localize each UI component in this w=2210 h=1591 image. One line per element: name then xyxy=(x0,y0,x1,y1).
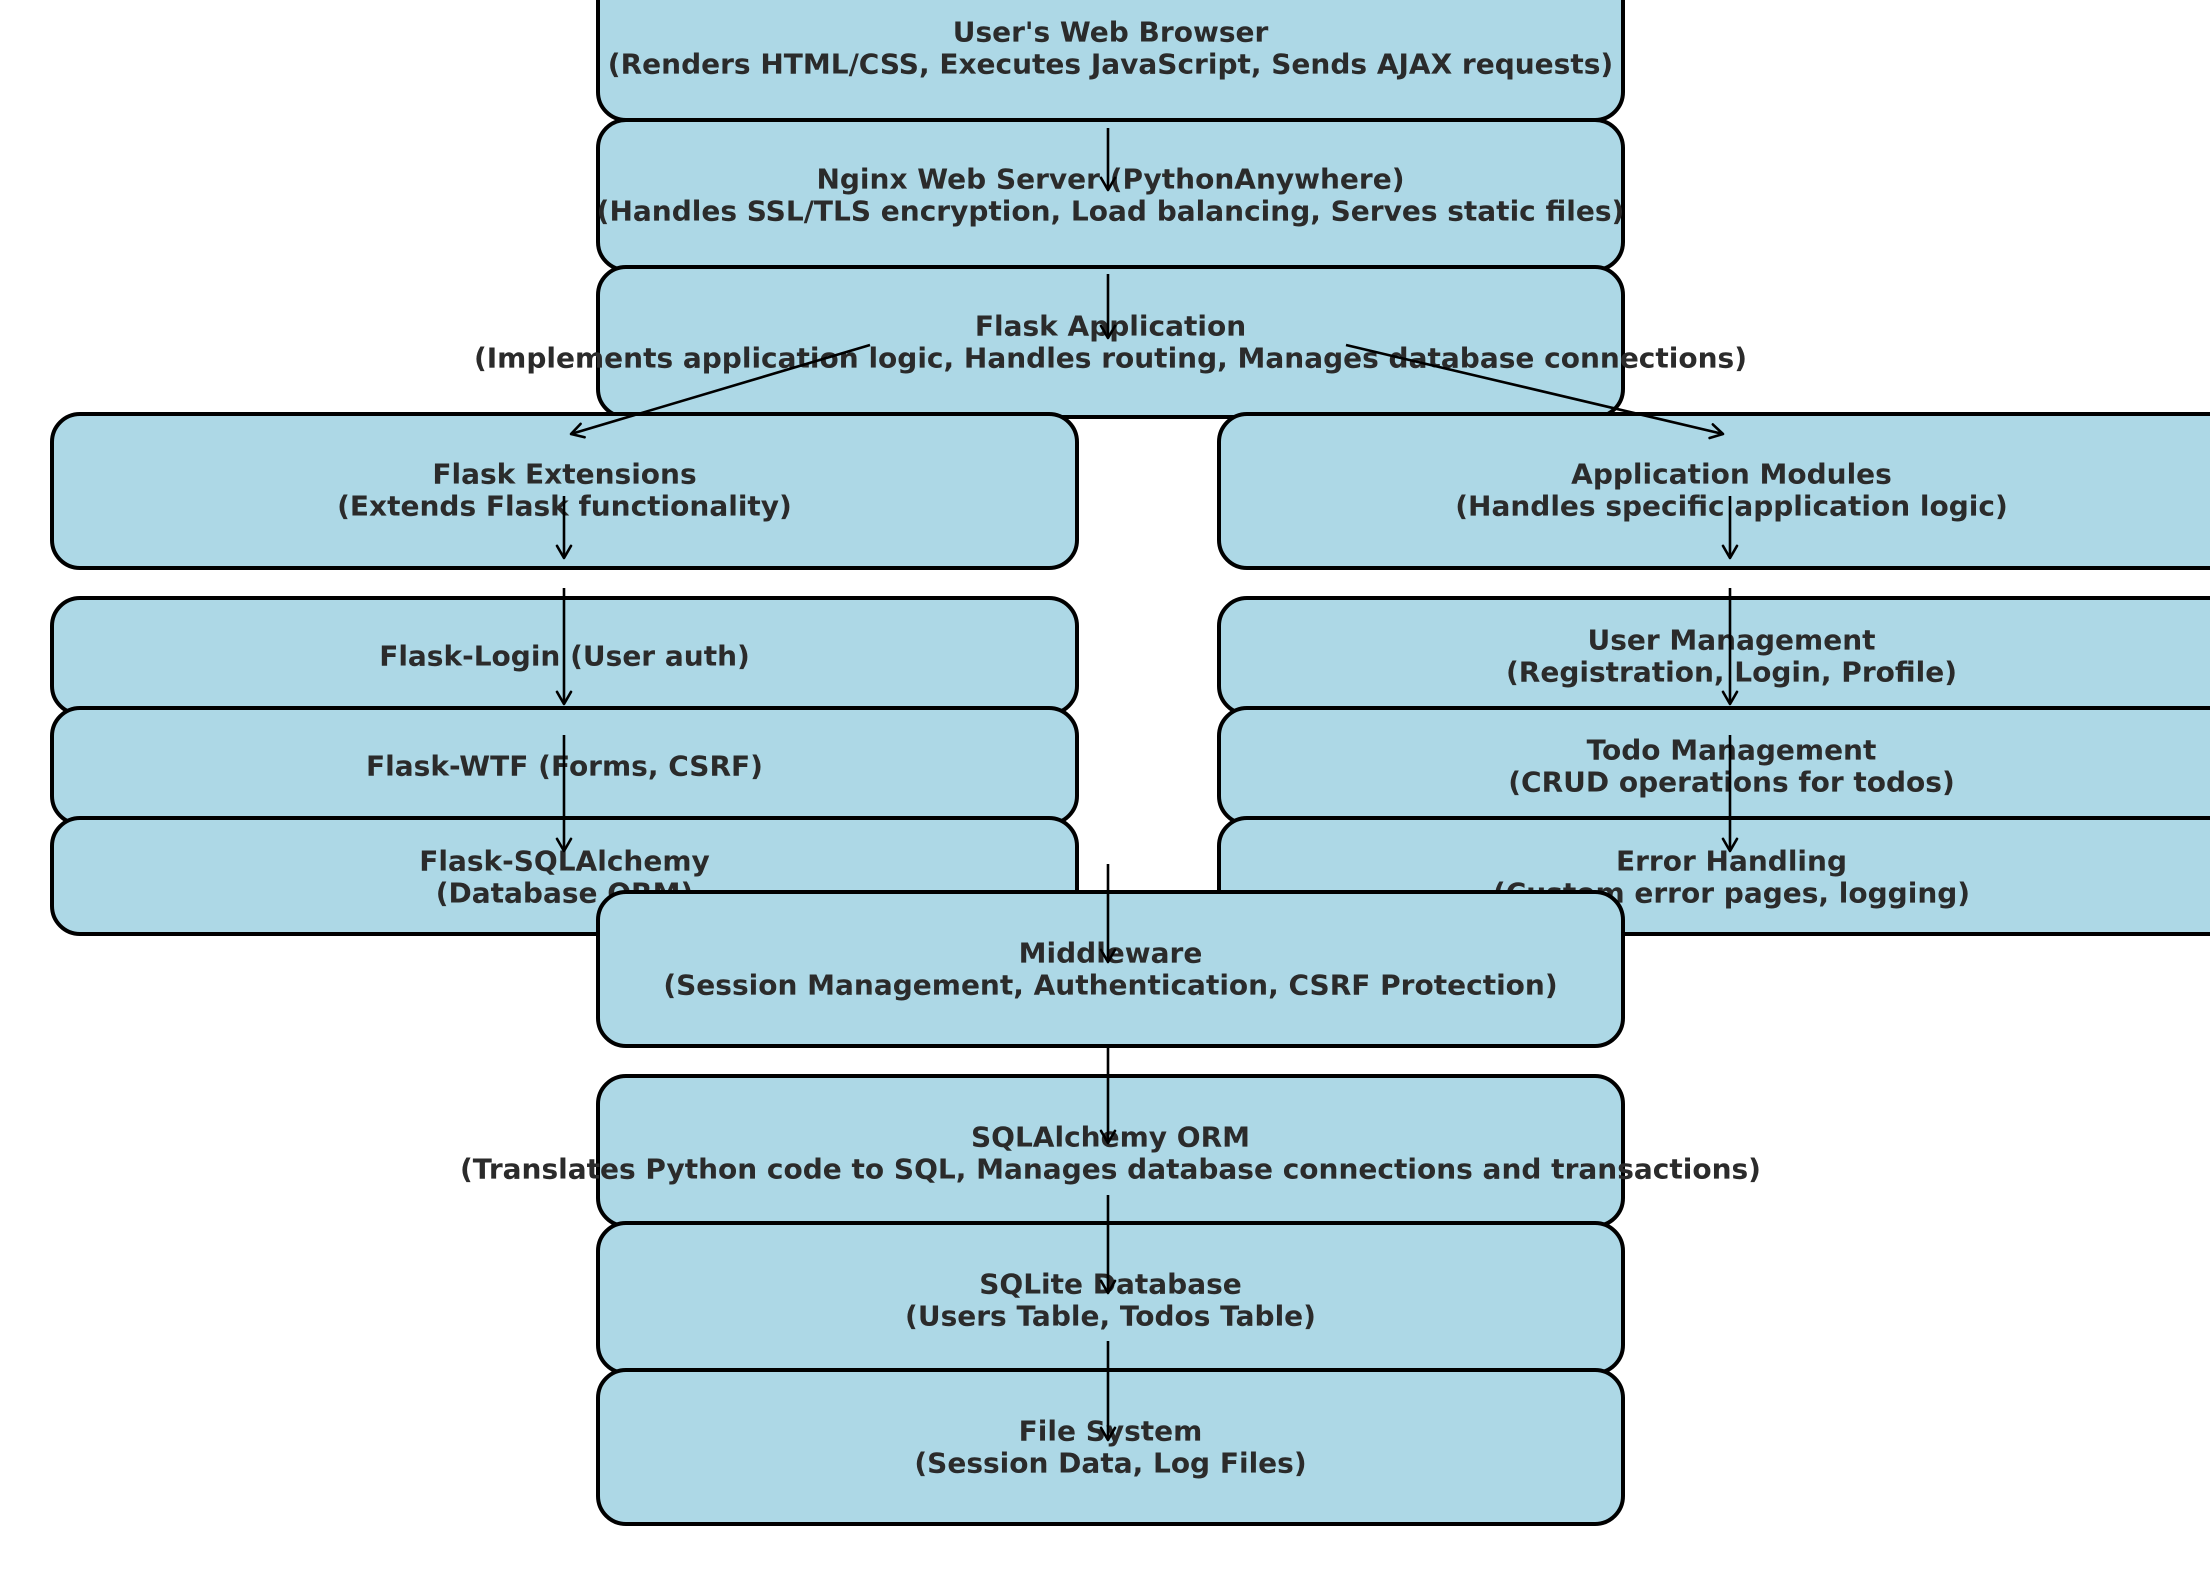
node-layer: User's Web Browser(Renders HTML/CSS, Exe… xyxy=(50,0,2210,1526)
node-box xyxy=(50,412,1079,570)
node-nginx: Nginx Web Server (PythonAnywhere)(Handle… xyxy=(596,118,1625,272)
node-sqlalchemy-orm: SQLAlchemy ORM(Translates Python code to… xyxy=(460,1074,1761,1228)
arrowhead xyxy=(555,544,573,560)
node-todo-mgmt: Todo Management(CRUD operations for todo… xyxy=(1217,706,2210,826)
node-subtitle: (Renders HTML/CSS, Executes JavaScript, … xyxy=(608,48,1613,81)
edge-todo-mgmt-to-error-handling xyxy=(1721,735,1739,853)
edge-line xyxy=(570,343,871,436)
node-subtitle: (Users Table, Todos Table) xyxy=(905,1300,1316,1333)
node-box xyxy=(596,890,1625,1048)
node-title: User's Web Browser xyxy=(953,16,1269,49)
arrowhead xyxy=(1721,544,1739,560)
arrowhead xyxy=(1099,324,1117,340)
edge-sqlalchemy-orm-to-sqlite-db xyxy=(1099,1195,1117,1295)
node-sqlite-db: SQLite Database(Users Table, Todos Table… xyxy=(596,1221,1625,1375)
node-box xyxy=(1217,412,2210,570)
arrowhead xyxy=(1099,176,1117,192)
node-middleware: Middleware(Session Management, Authentic… xyxy=(596,890,1625,1048)
arrowhead xyxy=(555,837,573,853)
node-title: Flask Application xyxy=(975,310,1246,343)
node-title: Middleware xyxy=(1019,937,1203,970)
arrowhead xyxy=(1099,948,1117,964)
arrowhead xyxy=(555,690,573,706)
edge-sqlite-db-to-file-system xyxy=(1099,1341,1117,1442)
node-subtitle: (Registration, Login, Profile) xyxy=(1506,656,1957,689)
arrowhead xyxy=(1708,423,1725,440)
arrowhead xyxy=(1099,1279,1117,1295)
arrowhead xyxy=(1099,1426,1117,1442)
node-title: SQLite Database xyxy=(979,1268,1242,1301)
edge-line xyxy=(1345,343,1724,436)
arrowhead xyxy=(1721,837,1739,853)
edge-nginx-to-flask-app xyxy=(1099,274,1117,340)
edge-flask-login-to-flask-wtf xyxy=(555,588,573,706)
edge-browser-to-nginx xyxy=(1099,128,1117,192)
node-subtitle: (CRUD operations for todos) xyxy=(1508,766,1955,799)
edge-flask-app-to-app-modules xyxy=(1345,343,1725,440)
node-user-mgmt: User Management(Registration, Login, Pro… xyxy=(1217,596,2210,716)
node-box xyxy=(596,265,1625,419)
node-flask-app: Flask Application(Implements application… xyxy=(474,265,1747,419)
node-browser: User's Web Browser(Renders HTML/CSS, Exe… xyxy=(596,0,1625,122)
node-box xyxy=(596,1368,1625,1526)
node-subtitle: (Handles specific application logic) xyxy=(1455,490,2008,523)
node-subtitle: (Session Management, Authentication, CSR… xyxy=(663,969,1557,1002)
node-title: Flask Extensions xyxy=(432,458,696,491)
arrowhead xyxy=(1099,1129,1117,1145)
edge-flask-app-to-flask-extensions xyxy=(569,343,871,439)
node-subtitle: (Implements application logic, Handles r… xyxy=(474,342,1747,375)
node-title: Application Modules xyxy=(1571,458,1892,491)
node-title: Todo Management xyxy=(1587,734,1877,767)
edge-user-mgmt-to-todo-mgmt xyxy=(1721,588,1739,706)
node-flask-extensions: Flask Extensions(Extends Flask functiona… xyxy=(50,412,1079,570)
edge-flask-wtf-to-flask-sqlalchemy xyxy=(555,735,573,853)
node-title: Nginx Web Server (PythonAnywhere) xyxy=(816,163,1404,196)
edge-layer xyxy=(555,128,1739,1442)
node-title: File System xyxy=(1019,1415,1203,1448)
node-subtitle: (Translates Python code to SQL, Manages … xyxy=(460,1153,1761,1186)
edge-flask-extensions-to-flask-login xyxy=(555,496,573,560)
node-subtitle: (Handles SSL/TLS encryption, Load balanc… xyxy=(597,195,1625,228)
node-file-system: File System(Session Data, Log Files) xyxy=(596,1368,1625,1526)
edge-middleware-to-sqlalchemy-orm xyxy=(1099,1046,1117,1145)
arrowhead xyxy=(569,422,586,439)
node-subtitle: (Session Data, Log Files) xyxy=(914,1447,1306,1480)
edge-app-modules-to-user-mgmt xyxy=(1721,496,1739,560)
arrowhead xyxy=(1721,690,1739,706)
edge-flask-sqlalchemy-to-middleware xyxy=(1099,864,1117,964)
node-title: User Management xyxy=(1587,624,1875,657)
node-app-modules: Application Modules(Handles specific app… xyxy=(1217,412,2210,570)
